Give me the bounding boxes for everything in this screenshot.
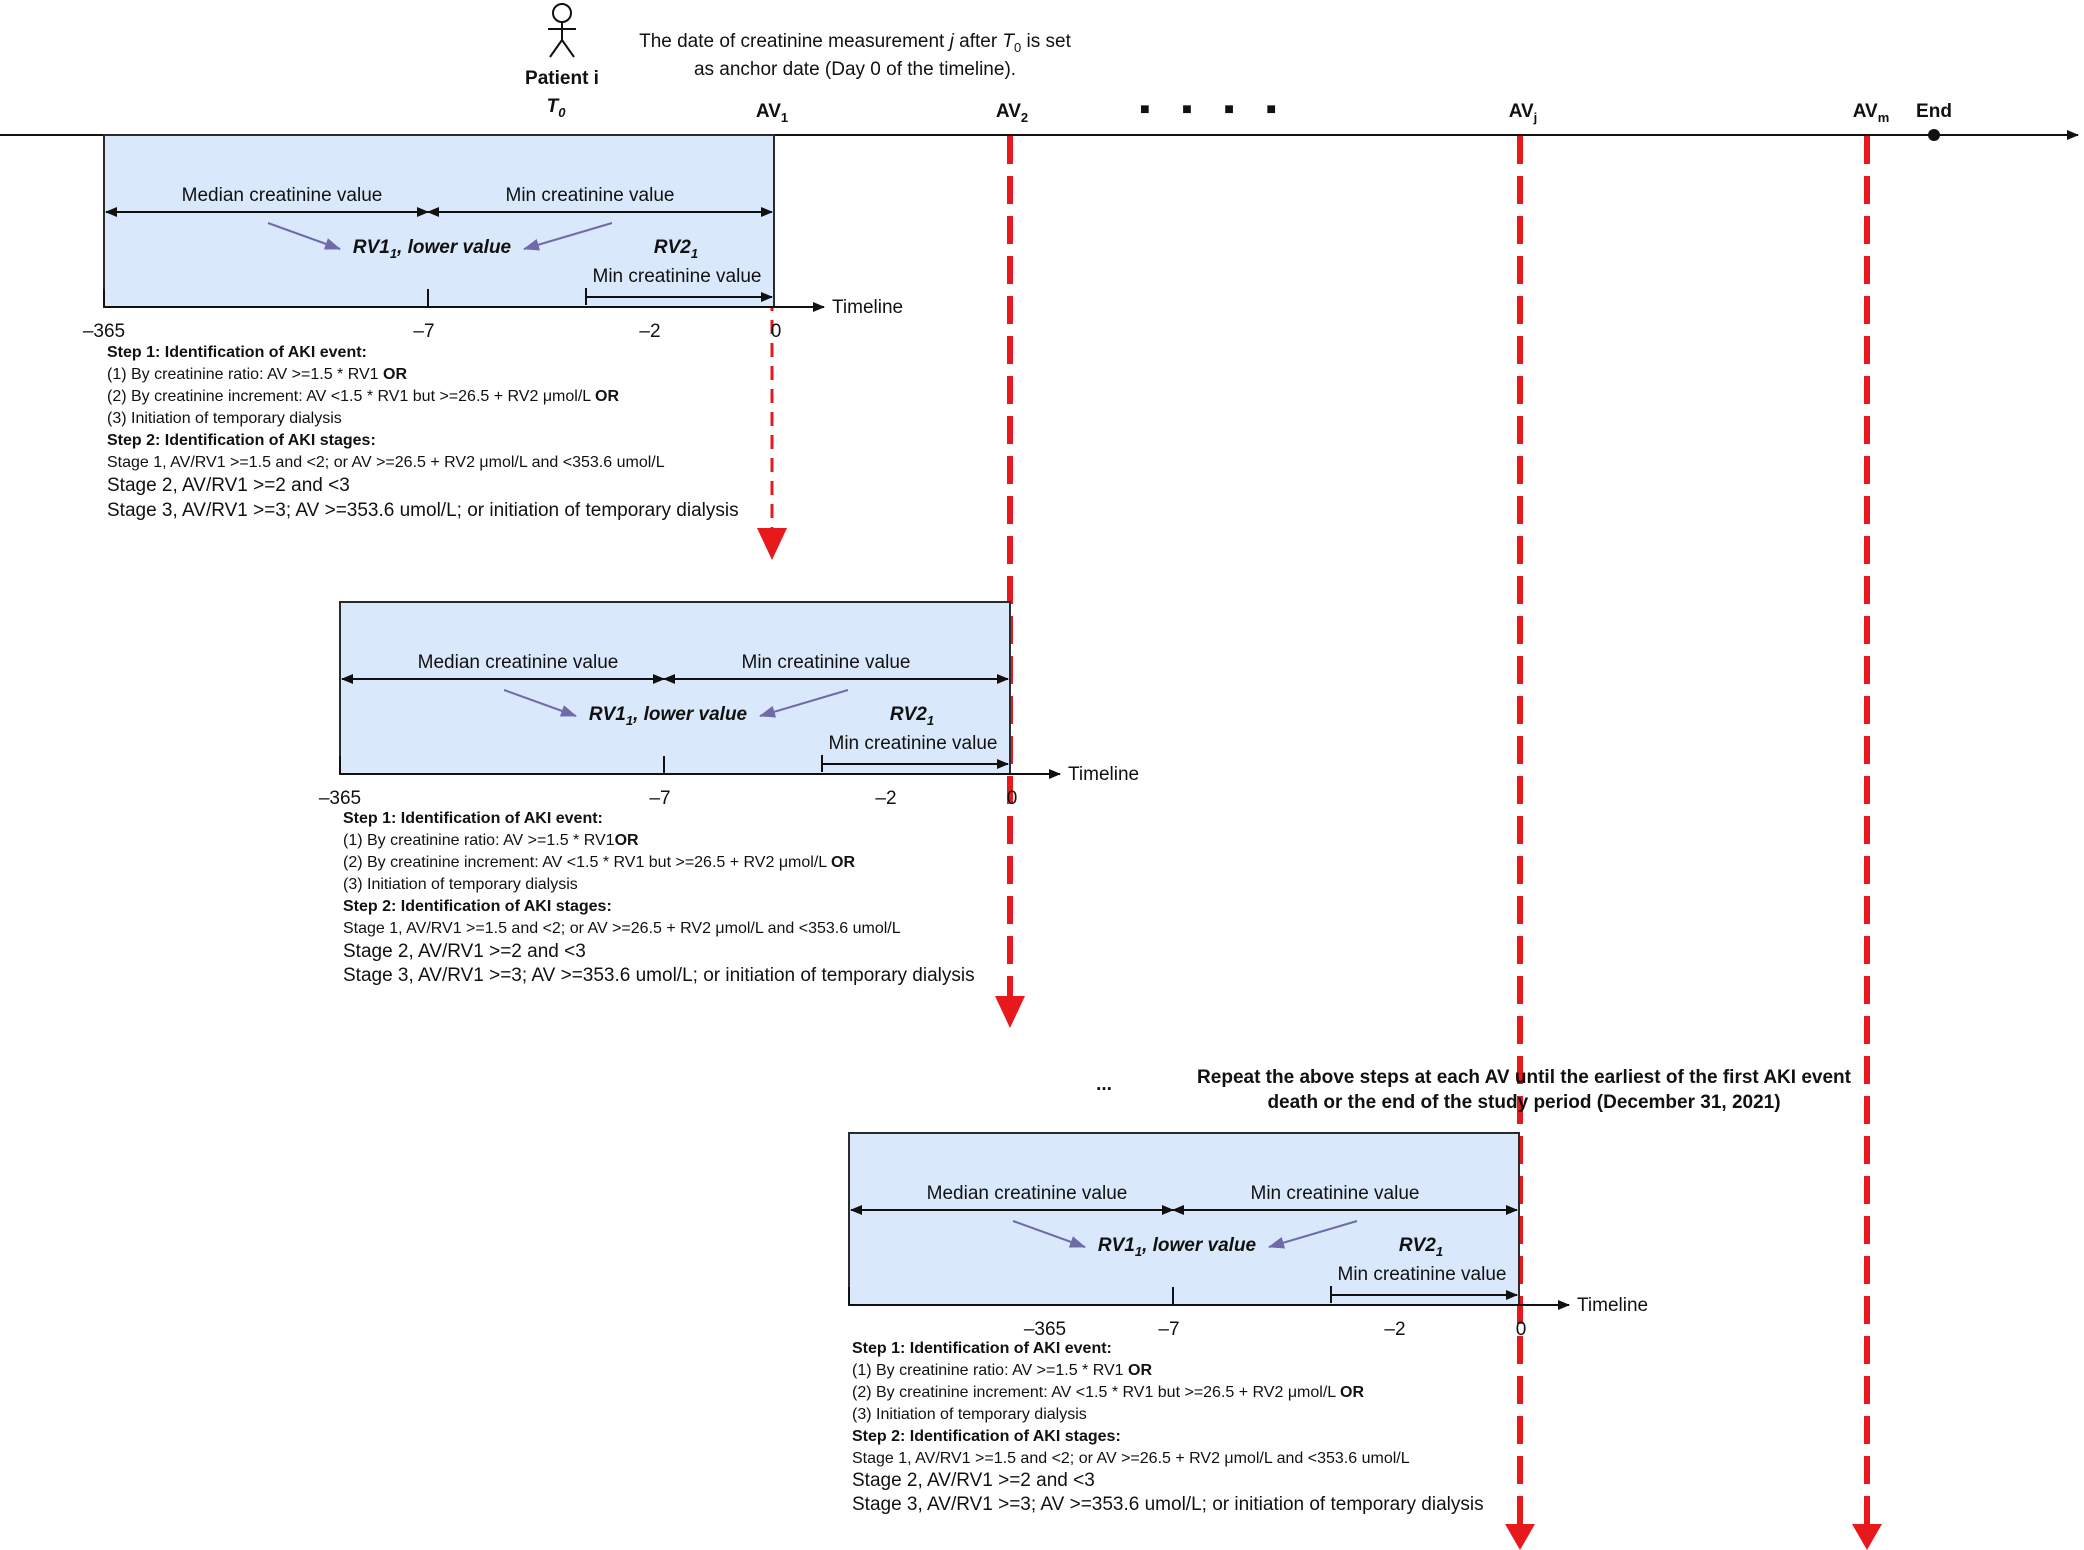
- stage1-text: Stage 1, AV/RV1 >=1.5 and <2; or AV >=26…: [343, 920, 901, 937]
- lookback-window-box: [848, 1132, 1520, 1306]
- step2-heading: Step 2: Identification of AKI stages:: [107, 432, 376, 449]
- criterion-ratio: (1) By creatinine ratio: AV >=1.5 * RV1 …: [107, 366, 407, 383]
- tick-label-0: 0: [1007, 788, 1018, 809]
- patient-stick-figure-icon: [548, 3, 576, 58]
- ellipsis-squares: ■ ■ ■ ■: [1140, 101, 1290, 118]
- anchor-date-text-line1: The date of creatinine measurement j aft…: [639, 31, 1072, 55]
- tick-label-7: –7: [1158, 1319, 1179, 1340]
- av1-label: AV1: [756, 101, 788, 125]
- median-creatinine-label: Median creatinine value: [182, 185, 383, 206]
- rv1-right-arrow: [523, 222, 613, 251]
- tick-label-7: –7: [649, 788, 670, 809]
- avm-arrowhead: [1852, 1524, 1882, 1550]
- step2-heading: Step 2: Identification of AKI stages:: [852, 1428, 1121, 1445]
- criterion-dialysis: (3) Initiation of temporary dialysis: [343, 876, 578, 893]
- criteria-block-av1: Step 1: Identification of AKI event: (1)…: [107, 344, 739, 521]
- rv2-min-creatinine-label: Min creatinine value: [1338, 1264, 1507, 1285]
- rv2-label: RV21: [654, 237, 698, 261]
- rv1-right-arrow: [1268, 1220, 1358, 1249]
- tick-label-365: –365: [319, 788, 361, 809]
- criterion-dialysis: (3) Initiation of temporary dialysis: [107, 410, 342, 427]
- rv1-lower-value-label: RV11, lower value: [589, 704, 748, 728]
- timeline-label: Timeline: [1577, 1295, 1648, 1316]
- panel-av2: Median creatinine value Min creatinine v…: [319, 601, 1139, 809]
- min-creatinine-label: Min creatinine value: [506, 185, 675, 206]
- stage1-text: Stage 1, AV/RV1 >=1.5 and <2; or AV >=26…: [107, 454, 665, 471]
- av1-arrowhead: [757, 528, 787, 560]
- patient-label: Patient i: [525, 68, 599, 89]
- timeline-label: Timeline: [832, 297, 903, 318]
- timeline-label: Timeline: [1068, 764, 1139, 785]
- median-creatinine-label: Median creatinine value: [927, 1183, 1128, 1204]
- stage1-text: Stage 1, AV/RV1 >=1.5 and <2; or AV >=26…: [852, 1450, 1410, 1467]
- rv2-label: RV21: [1399, 1235, 1443, 1259]
- repeat-note-line1: Repeat the above steps at each AV until …: [1197, 1067, 1852, 1088]
- panel-av1: Median creatinine value Min creatinine v…: [83, 134, 903, 342]
- step2-heading: Step 2: Identification of AKI stages:: [343, 898, 612, 915]
- min-creatinine-label: Min creatinine value: [742, 652, 911, 673]
- criterion-ratio: (1) By creatinine ratio: AV >=1.5 * RV1O…: [343, 832, 639, 849]
- stage3-text: Stage 3, AV/RV1 >=3; AV >=353.6 umol/L; …: [343, 965, 975, 986]
- tick-label-0: 0: [1516, 1319, 1527, 1340]
- repeat-note-line2: death or the end of the study period (De…: [1267, 1092, 1780, 1113]
- rv1-right-arrow: [759, 689, 849, 718]
- av-dashed-lines: [770, 136, 1870, 1526]
- rv1-left-arrow: [267, 222, 341, 250]
- av2-label: AV2: [996, 101, 1028, 125]
- tick-label-2: –2: [639, 321, 660, 342]
- rv1-left-arrow: [503, 689, 577, 717]
- end-label: End: [1916, 101, 1952, 122]
- median-creatinine-label: Median creatinine value: [418, 652, 619, 673]
- tick-label-0: 0: [771, 321, 782, 342]
- rv1-lower-value-label: RV11, lower value: [353, 237, 512, 261]
- step1-heading: Step 1: Identification of AKI event:: [852, 1340, 1112, 1357]
- rv1-left-arrow: [1012, 1220, 1086, 1248]
- stage2-text: Stage 2, AV/RV1 >=2 and <3: [852, 1470, 1095, 1491]
- t0-label: T0: [547, 96, 567, 120]
- stage2-text: Stage 2, AV/RV1 >=2 and <3: [107, 475, 350, 496]
- continuation-dots: ...: [1096, 1074, 1112, 1095]
- tick-label-365: –365: [83, 321, 125, 342]
- tick-label-7: –7: [413, 321, 434, 342]
- rv1-lower-value-label: RV11, lower value: [1098, 1235, 1257, 1259]
- criterion-increment: (2) By creatinine increment: AV <1.5 * R…: [852, 1384, 1364, 1401]
- avj-arrowhead: [1505, 1524, 1535, 1550]
- panel-avj: Median creatinine value Min creatinine v…: [848, 1132, 1648, 1340]
- lookback-window-box: [339, 601, 1011, 775]
- min-creatinine-label: Min creatinine value: [1251, 1183, 1420, 1204]
- criterion-dialysis: (3) Initiation of temporary dialysis: [852, 1406, 1087, 1423]
- stage3-text: Stage 3, AV/RV1 >=3; AV >=353.6 umol/L; …: [107, 500, 739, 521]
- rv2-label: RV21: [890, 704, 934, 728]
- rv2-min-creatinine-label: Min creatinine value: [829, 733, 998, 754]
- tick-label-365: –365: [1024, 1319, 1066, 1340]
- avj-label: AVj: [1509, 101, 1538, 125]
- lookback-window-box: [103, 134, 775, 308]
- criteria-block-av2: Step 1: Identification of AKI event: (1)…: [343, 810, 975, 986]
- step1-heading: Step 1: Identification of AKI event:: [107, 344, 367, 361]
- criterion-increment: (2) By creatinine increment: AV <1.5 * R…: [107, 388, 619, 405]
- rv2-min-creatinine-label: Min creatinine value: [593, 266, 762, 287]
- tick-label-2: –2: [875, 788, 896, 809]
- stage3-text: Stage 3, AV/RV1 >=3; AV >=353.6 umol/L; …: [852, 1494, 1484, 1515]
- end-marker: [1928, 129, 1940, 141]
- av2-arrowhead: [995, 996, 1025, 1028]
- av-arrowheads: [757, 528, 1882, 1550]
- tick-label-2: –2: [1384, 1319, 1405, 1340]
- criteria-block-avj: Step 1: Identification of AKI event: (1)…: [852, 1340, 1484, 1515]
- avm-label: AVm: [1853, 101, 1890, 125]
- step1-heading: Step 1: Identification of AKI event:: [343, 810, 603, 827]
- criterion-increment: (2) By creatinine increment: AV <1.5 * R…: [343, 854, 855, 871]
- stage2-text: Stage 2, AV/RV1 >=2 and <3: [343, 941, 586, 962]
- criterion-ratio: (1) By creatinine ratio: AV >=1.5 * RV1 …: [852, 1362, 1152, 1379]
- anchor-date-text-line2: as anchor date (Day 0 of the timeline).: [694, 59, 1016, 80]
